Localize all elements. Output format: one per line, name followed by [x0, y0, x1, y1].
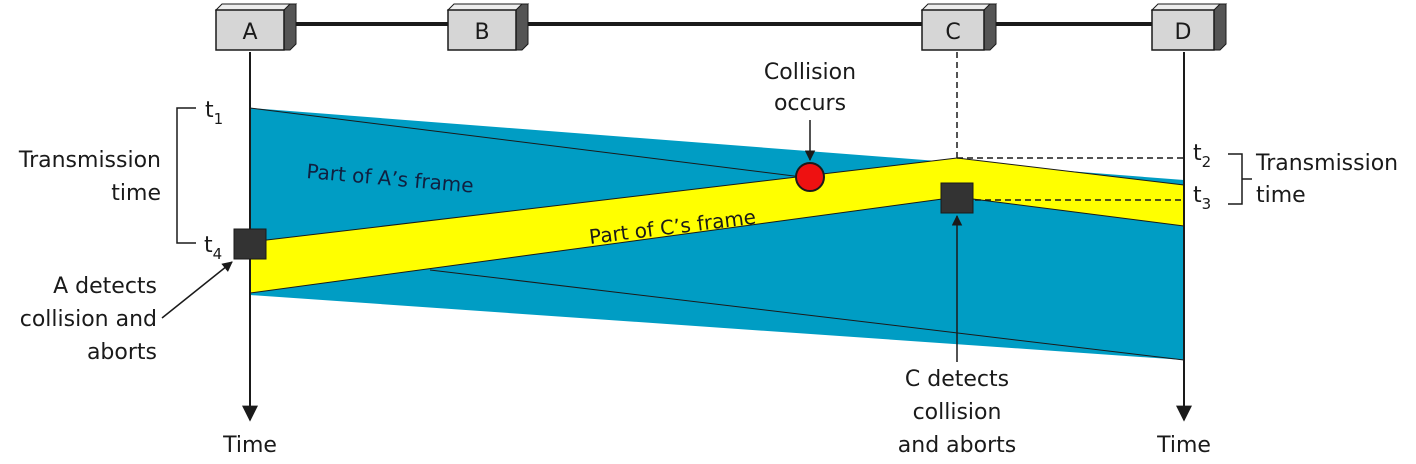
station-label-b: B	[474, 20, 489, 45]
c-detects-line1: C detects	[905, 367, 1009, 392]
c-detects-line2: collision	[913, 400, 1002, 425]
right-transmission-label-line1: Transmission	[1255, 151, 1398, 176]
a-detects-line2: collision and	[20, 307, 157, 332]
left-transmission-bracket	[176, 107, 196, 244]
right-transmission-label-line2: time	[1256, 183, 1306, 208]
t1-label: t1	[205, 98, 223, 128]
a-detects-line3: aborts	[87, 340, 157, 365]
a-detects-arrow	[161, 261, 233, 319]
time-label-right: Time	[1156, 433, 1211, 458]
station-box-c: C	[920, 3, 998, 51]
frame-edges	[249, 107, 1185, 361]
collision-label-line1: Collision	[764, 60, 856, 85]
a-detects-line1: A detects	[53, 274, 157, 299]
right-transmission-bracket	[1228, 153, 1252, 205]
station-label-a: A	[242, 20, 257, 45]
t3-label: t3	[1193, 183, 1211, 213]
a-detect-box	[233, 228, 267, 260]
station-box-d: D	[1150, 3, 1228, 51]
station-label-d: D	[1175, 20, 1192, 45]
time-label-left: Time	[222, 433, 277, 458]
c-detects-line3: and aborts	[898, 433, 1016, 458]
t2-label: t2	[1193, 141, 1211, 171]
collision-label-line2: occurs	[774, 91, 846, 116]
c-detect-box	[940, 182, 974, 214]
collision-dot	[795, 162, 825, 192]
left-transmission-label-line1: Transmission	[18, 148, 161, 173]
left-transmission-label-line2: time	[111, 181, 161, 206]
station-box-b: B	[446, 3, 530, 51]
station-label-c: C	[945, 20, 960, 45]
t4-label: t4	[204, 233, 222, 263]
station-box-a: A	[214, 3, 298, 51]
